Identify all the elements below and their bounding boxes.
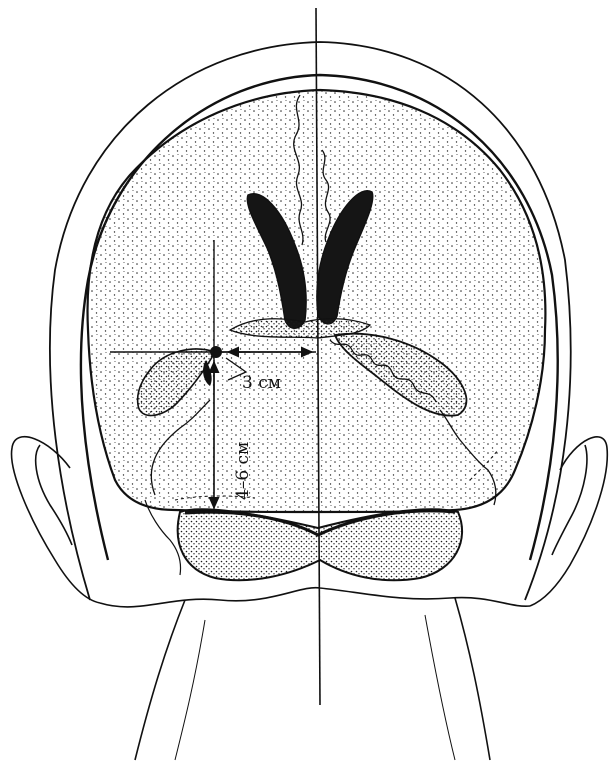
puncture-point — [210, 346, 222, 358]
left-ear — [12, 437, 100, 603]
label-4-6cm: 4–6 см — [233, 442, 253, 500]
right-ear — [530, 437, 607, 606]
neck — [100, 588, 530, 760]
left-lower-wiggle — [145, 500, 181, 575]
label-3cm: 3 см — [242, 373, 281, 393]
